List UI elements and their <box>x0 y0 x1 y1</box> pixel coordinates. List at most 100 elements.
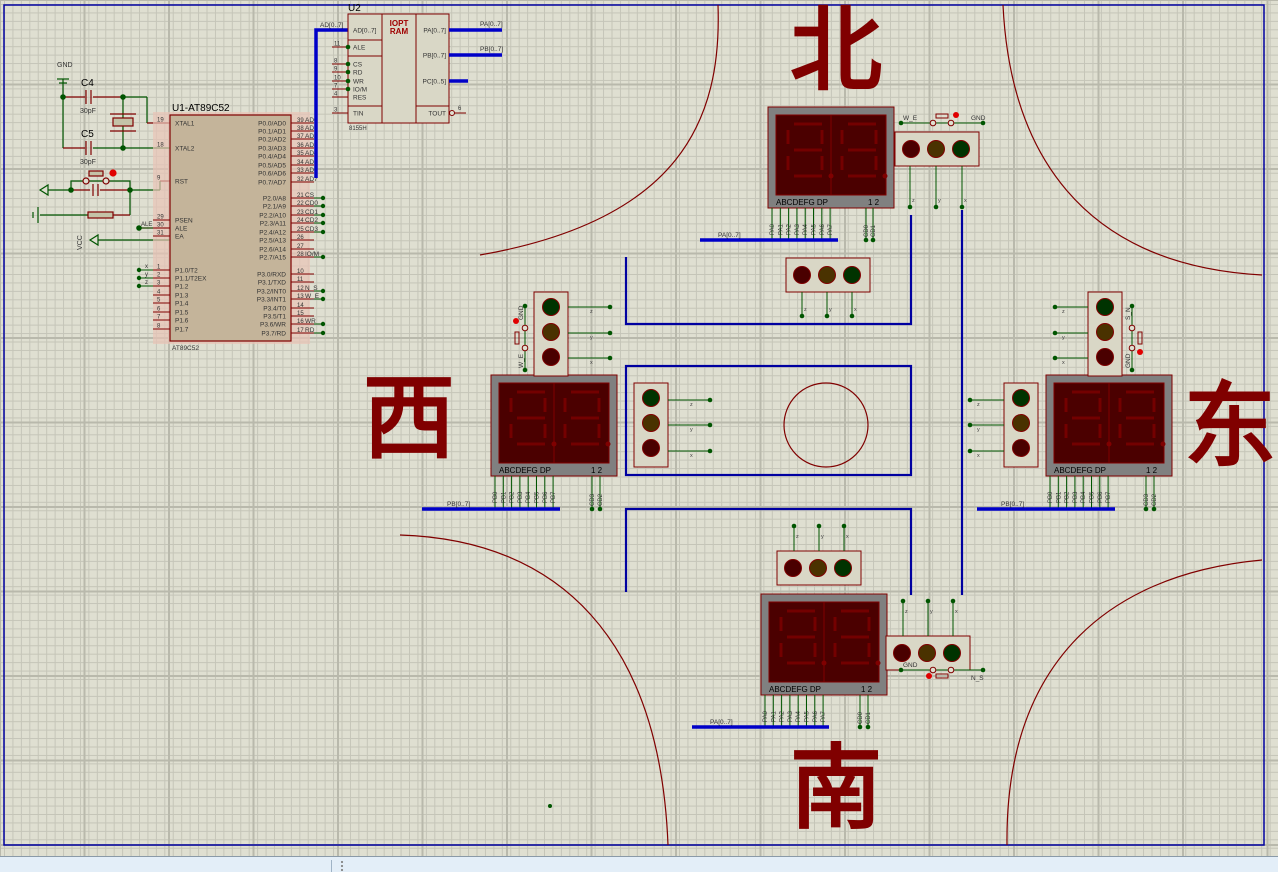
cd-label: CD0 <box>864 224 870 237</box>
pin-number: 38 <box>297 126 304 132</box>
pin-number: 28 <box>297 252 304 258</box>
net-label: AD5 <box>305 159 318 166</box>
u2-pin-cs[interactable]: CS8 <box>332 59 363 69</box>
traffic-light-east-main[interactable]: zyx <box>1052 291 1123 377</box>
pin-number: 30 <box>157 223 164 229</box>
pin-label: PA0 <box>763 710 769 722</box>
traffic-light-east-secondary[interactable]: zyx <box>967 382 1039 468</box>
u2-pin-pa07[interactable]: PA[0..7]PA[0..7] <box>423 21 502 35</box>
traffic-light-west-center[interactable]: zyx <box>633 382 713 468</box>
pin-number: 6 <box>157 307 161 313</box>
digit-label: 1 2 <box>591 466 603 475</box>
traffic-light-west-main[interactable]: zyx <box>533 291 613 377</box>
lamp-red <box>784 559 802 577</box>
lamp-yellow <box>918 644 936 662</box>
actuator-dot[interactable] <box>926 673 932 679</box>
segment-outline <box>1065 391 1101 445</box>
switch-label-top: S_N <box>1125 307 1132 320</box>
u2-pin-iom[interactable]: IO/M7 <box>332 84 367 94</box>
actuator-dot[interactable] <box>1137 349 1143 355</box>
u2-pin-pb07[interactable]: PB[0..7]PB[0..7] <box>423 46 503 60</box>
u2-pin-pc05[interactable]: PC[0..5] <box>423 79 468 86</box>
junction <box>950 598 956 604</box>
io-chip-8155h[interactable]: U2 8155H IOPT RAM AD[0..7]ALE11CS8RD9WR1… <box>332 3 503 132</box>
decimal-point <box>882 173 888 179</box>
segment-outline <box>787 123 823 177</box>
actuator-dot[interactable] <box>513 318 519 324</box>
net-label: WR <box>305 318 316 325</box>
splitter-grip[interactable] <box>340 860 344 872</box>
pin-number: 7 <box>157 315 161 321</box>
pin-number: 33 <box>297 168 304 174</box>
pin-name: P1.0/T2 <box>175 268 198 275</box>
actuator-dot[interactable] <box>953 112 959 118</box>
pin-label: PB1 <box>1056 491 1062 503</box>
u2-pin-rd[interactable]: RD9 <box>332 67 363 77</box>
ad-bus <box>314 28 348 178</box>
junction <box>320 220 326 226</box>
u2-pin-ad07[interactable]: AD[0..7] <box>353 28 377 35</box>
seven-segment-digit <box>563 390 611 447</box>
decimal-point <box>821 660 827 666</box>
net-label: CD3 <box>305 226 318 233</box>
pin-label: PB3 <box>1073 491 1079 503</box>
